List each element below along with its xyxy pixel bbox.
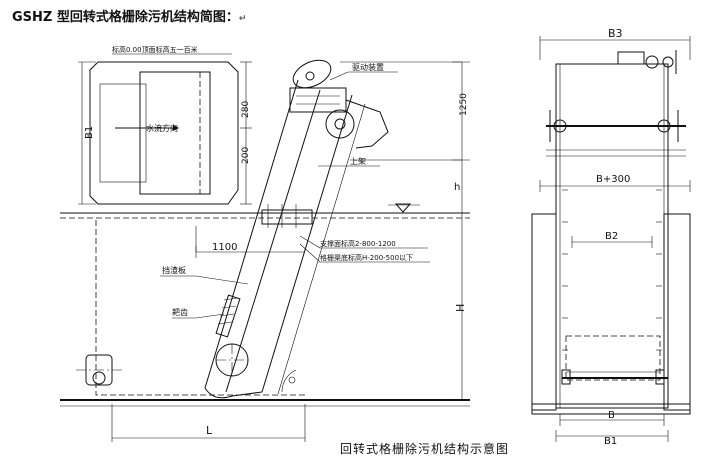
top-sprocket <box>325 109 355 139</box>
valve-wheel <box>92 371 106 385</box>
flow-direction-label: 水流方向 <box>146 123 178 133</box>
dim-1250-label: 1250 <box>459 93 469 116</box>
slide-plate-label: 挡渣板 <box>162 265 186 275</box>
drive-device-label: 驱动装置 <box>352 62 384 72</box>
discharge-chute <box>345 99 389 149</box>
side-elevation: 1250 h H 1100 L 驱动装置 上架 支撑面标高2-800-1200 <box>60 59 470 442</box>
motor <box>617 51 645 65</box>
dim-b3-label: B3 <box>608 27 623 40</box>
frame-rail-mid <box>225 89 321 393</box>
plan-view: 水流方向 B1 标高0.00顶面标高五一百米 280 200 <box>78 45 252 205</box>
dim-280-label: 280 <box>241 101 251 118</box>
rake-teeth <box>215 294 241 338</box>
dim-b-label: B <box>608 410 615 421</box>
dim-b1-right-label: B1 <box>604 436 617 447</box>
channel-inner <box>99 83 147 183</box>
channel-outline <box>95 220 305 396</box>
drive-housing <box>289 87 347 113</box>
channel-wall-outline <box>89 61 239 205</box>
grid-bars <box>565 335 661 381</box>
support-bracket <box>261 209 313 225</box>
front-elevation: B3 B+300 <box>531 27 691 447</box>
dim-200-label: 200 <box>241 147 251 164</box>
left-concrete-wall <box>531 213 557 411</box>
top-note-label: 标高0.00顶面标高五一百米 <box>112 45 198 54</box>
frame-rail-left <box>204 79 299 389</box>
angle-arc <box>281 369 297 393</box>
dim-b1-label: B1 <box>84 126 95 139</box>
frame-rail-right <box>261 94 353 393</box>
floor-slab <box>531 403 691 415</box>
dim-h-small-label: h <box>454 182 460 193</box>
diagram-caption: 回转式格栅除污机结构示意图 <box>340 442 510 456</box>
channel-opening <box>139 71 211 195</box>
dim-h-big-label: H <box>454 304 467 312</box>
dim-b300-label: B+300 <box>596 174 630 185</box>
title-return-mark: ↵ <box>238 14 247 24</box>
support-note-2: 格栅渠底标高H-200-500以下 <box>320 253 413 262</box>
rake-label: 耙齿 <box>172 308 188 317</box>
dim-b2-label: B2 <box>605 231 618 242</box>
upper-frame-label: 上架 <box>350 157 366 166</box>
support-note-1: 支撑面标高2-800-1200 <box>320 239 396 248</box>
machine-frame <box>555 63 669 409</box>
drive-motor <box>292 59 332 89</box>
dim-1100-label: 1100 <box>212 242 237 253</box>
water-level-mark <box>394 203 412 213</box>
title-text: GSHZ 型回转式格栅除污机结构简图： <box>12 10 239 25</box>
diagram-title: GSHZ 型回转式格栅除污机结构简图：↵ <box>12 6 246 25</box>
frame-ticks <box>562 189 662 351</box>
dim-l-label: L <box>206 424 213 437</box>
